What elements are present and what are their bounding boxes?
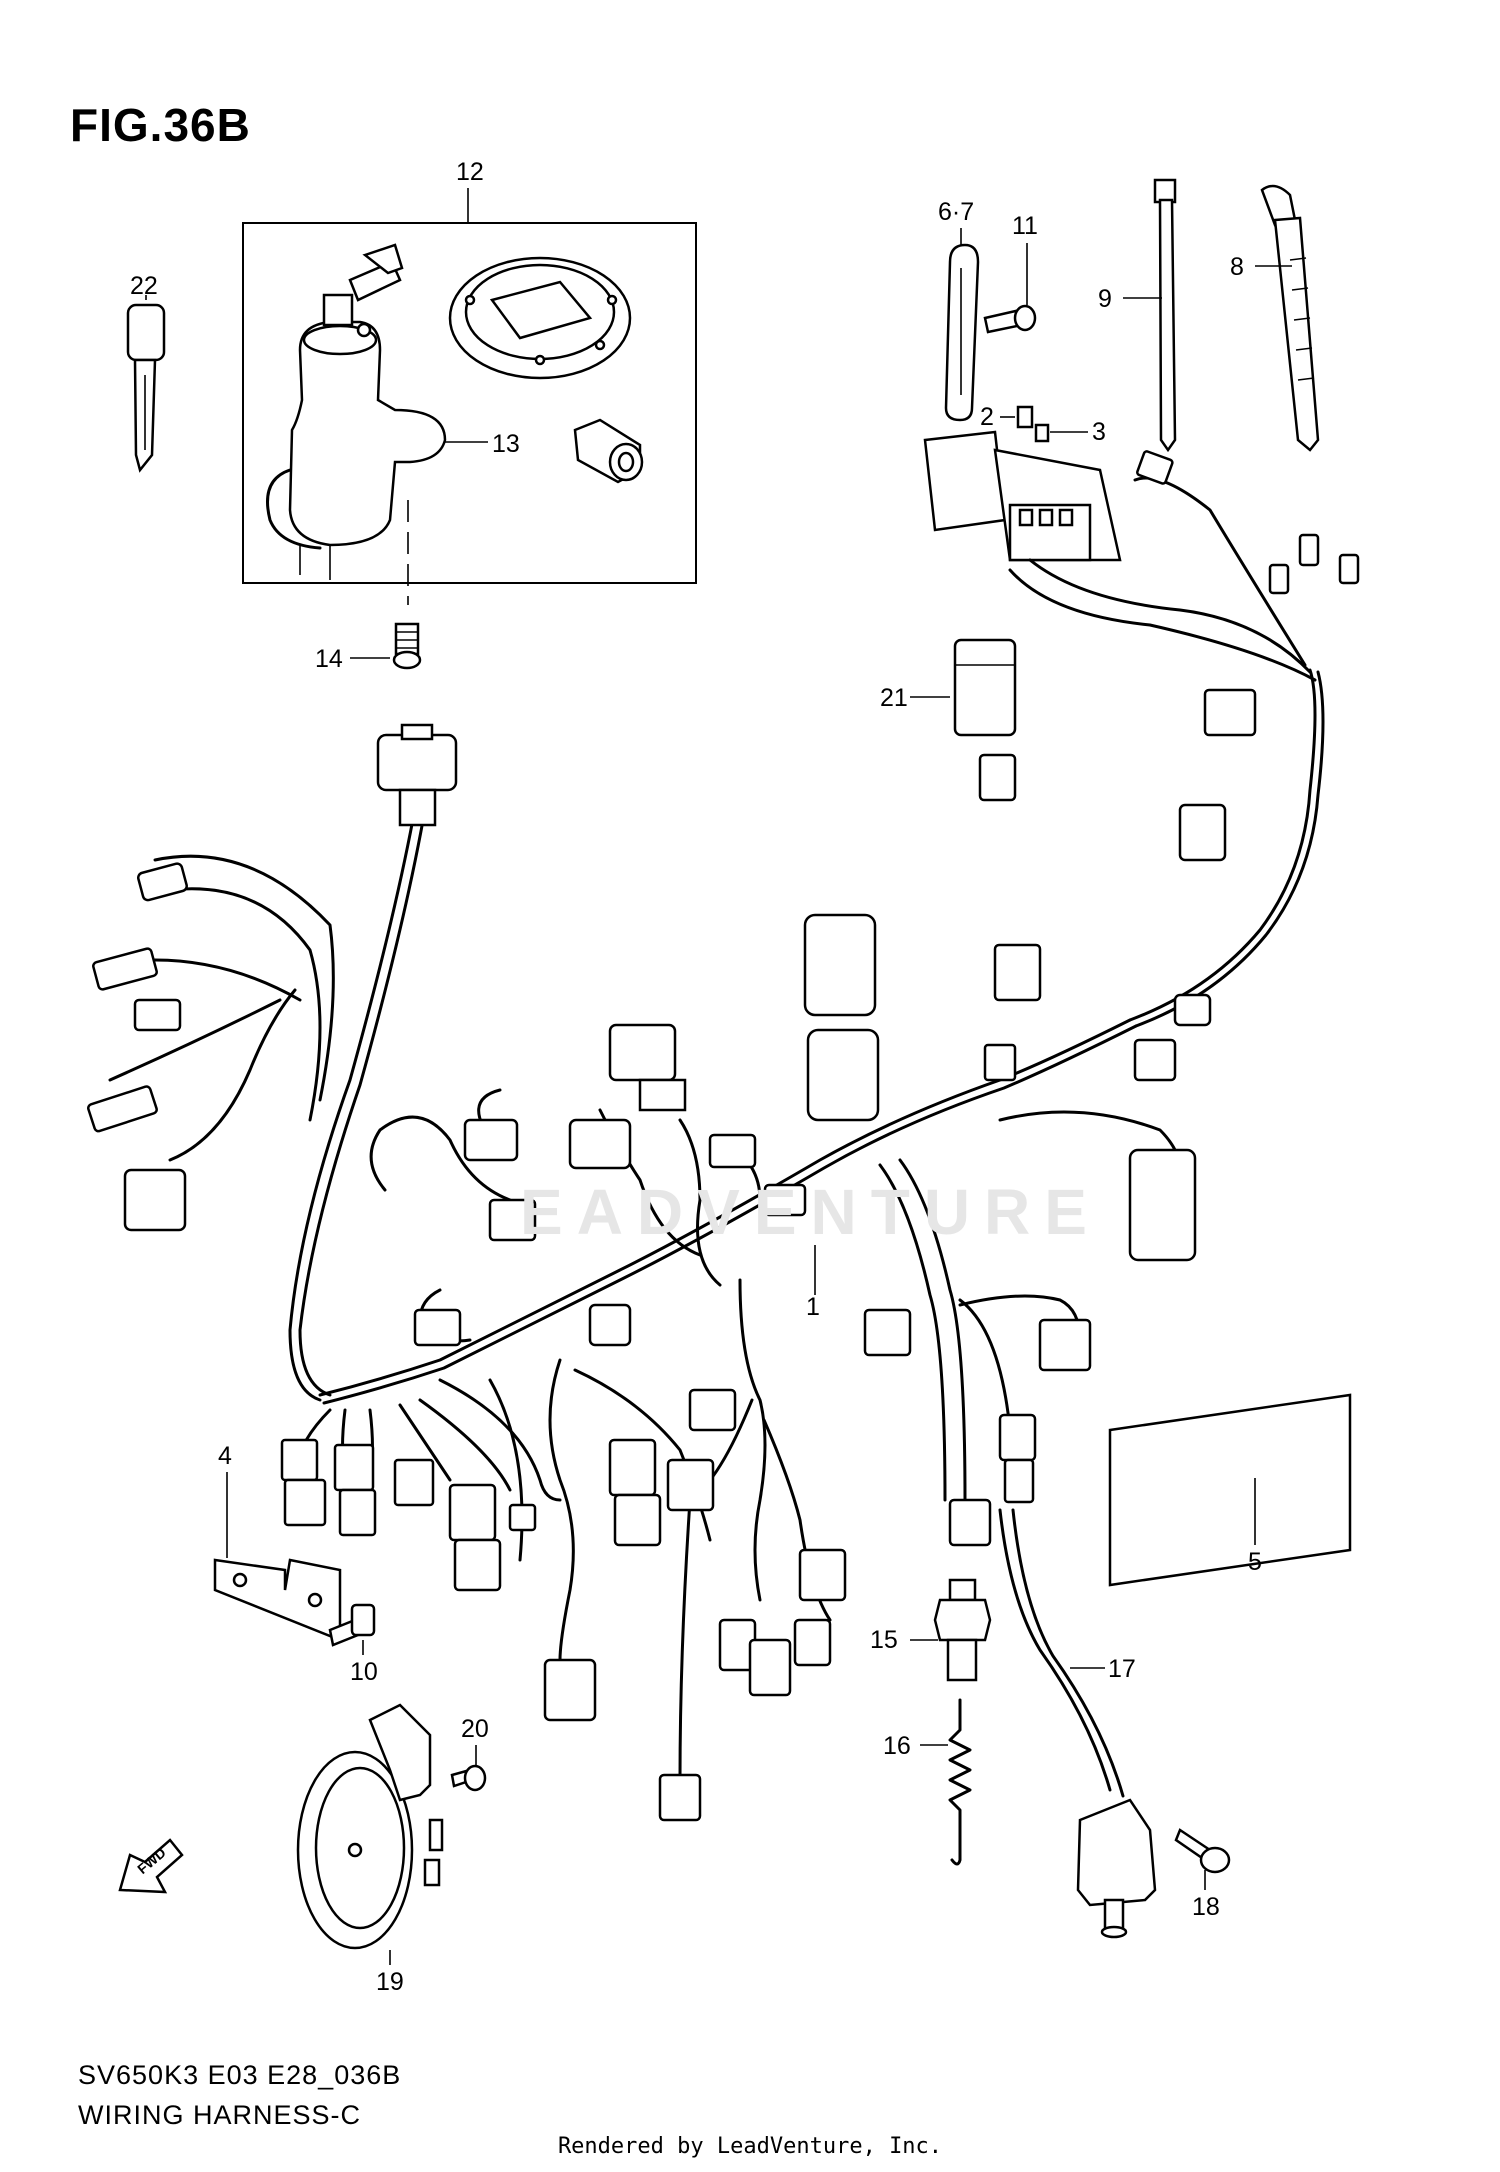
callout-14[interactable]: 14	[315, 645, 343, 673]
clamp[interactable]	[944, 243, 980, 422]
connector-right-1[interactable]	[1203, 688, 1257, 737]
connector-left-1[interactable]	[136, 862, 188, 902]
fuel-cap-lock[interactable]	[448, 256, 632, 380]
ignition-switch[interactable]	[266, 243, 447, 580]
callout-4[interactable]: 4	[218, 1442, 232, 1470]
connector-center-4[interactable]	[708, 1133, 757, 1169]
connector-cluster-1[interactable]	[280, 1438, 537, 1592]
connector-cluster-2[interactable]	[608, 1388, 737, 1547]
callout-6-7[interactable]: 6·7	[938, 198, 975, 226]
connector-center-5[interactable]	[488, 1198, 537, 1242]
callout-22[interactable]: 22	[130, 272, 158, 300]
connector-right-5[interactable]	[1133, 1038, 1177, 1082]
callout-16[interactable]: 16	[883, 1732, 911, 1760]
cable-tie-short[interactable]	[1153, 178, 1177, 453]
callout-9[interactable]: 9	[1098, 285, 1112, 313]
key-set-group-box	[242, 222, 697, 584]
render-credit: Rendered by LeadVenture, Inc.	[557, 2134, 943, 2159]
callout-18[interactable]: 18	[1192, 1893, 1220, 1921]
bolt-18[interactable]	[1174, 1828, 1231, 1874]
callout-20[interactable]: 20	[461, 1715, 489, 1743]
connector-mid-2[interactable]	[978, 753, 1017, 802]
callout-2[interactable]: 2	[980, 403, 994, 431]
connector-right-3[interactable]	[1136, 450, 1174, 485]
cable-tie-long[interactable]	[1260, 184, 1320, 452]
callout-10[interactable]: 11	[1012, 212, 1038, 240]
blank-key[interactable]	[126, 303, 166, 473]
connector-left-2[interactable]	[92, 947, 158, 991]
figure-title: FIG.36B	[70, 99, 251, 151]
callout-1[interactable]: 1	[806, 1293, 820, 1321]
return-spring[interactable]	[948, 1698, 972, 1866]
callout-13[interactable]: 13	[492, 430, 520, 458]
connector-right-2[interactable]	[1178, 803, 1227, 862]
callout-17[interactable]: 17	[1108, 1655, 1136, 1683]
connector-center-3[interactable]	[608, 1023, 687, 1112]
bolt-10[interactable]	[983, 304, 1037, 334]
side-stand-switch[interactable]	[1076, 1798, 1157, 1939]
connector-multipin-top[interactable]	[376, 723, 458, 827]
fuse-box[interactable]	[923, 430, 1122, 562]
connector-mid-5[interactable]	[983, 1043, 1017, 1082]
horn-19[interactable]	[296, 1703, 444, 1950]
connector-mid-3[interactable]	[993, 943, 1042, 1002]
callout-3[interactable]: 3	[1092, 418, 1106, 446]
label-sticker-5[interactable]	[1108, 1393, 1352, 1587]
bolt-20[interactable]	[450, 1764, 487, 1792]
callout-5[interactable]: 5	[1248, 1548, 1262, 1576]
bolt-11[interactable]	[328, 1603, 376, 1647]
connector-center-1[interactable]	[463, 1118, 519, 1162]
connector-left-3[interactable]	[133, 998, 182, 1032]
harness-clamp-1	[588, 1303, 632, 1347]
connector-left-5[interactable]	[123, 1168, 187, 1232]
connector-right-4[interactable]	[1268, 533, 1360, 595]
fuse-3[interactable]	[1034, 423, 1050, 443]
connector-ecu-2[interactable]	[806, 1028, 880, 1122]
connector-left-4[interactable]	[87, 1085, 158, 1133]
callout-15[interactable]: 15	[870, 1626, 898, 1654]
model-code: SV650K3 E03 E28_036B	[78, 2060, 402, 2090]
callout-19[interactable]: 19	[376, 1968, 404, 1996]
connector-cluster-4[interactable]	[863, 1308, 1092, 1547]
harness-clamp-2	[1173, 993, 1212, 1027]
fuse-2[interactable]	[1016, 405, 1034, 429]
screw-14[interactable]	[392, 622, 422, 670]
forward-direction-icon: FWD	[118, 1838, 184, 1894]
callout-21[interactable]: 21	[880, 684, 908, 712]
connector-cluster-3[interactable]	[543, 1548, 847, 1822]
callout-8[interactable]: 8	[1230, 253, 1244, 281]
connector-mid-4[interactable]	[1128, 1148, 1197, 1262]
watermark-text: EADVENTURE	[520, 1176, 1101, 1248]
connector-center-2[interactable]	[568, 1118, 632, 1170]
connector-center-6[interactable]	[413, 1308, 462, 1347]
bracket-4[interactable]	[213, 1558, 342, 1642]
seat-lock-cylinder[interactable]	[573, 418, 644, 484]
callout-12[interactable]: 12	[456, 158, 484, 186]
connector-ecu-1[interactable]	[803, 913, 877, 1017]
callout-11[interactable]: 10	[350, 1658, 378, 1686]
connector-mid-1[interactable]	[763, 1183, 807, 1217]
relay-21[interactable]	[953, 638, 1017, 737]
brake-light-switch[interactable]	[933, 1578, 992, 1682]
figure-caption: WIRING HARNESS-C	[78, 2100, 362, 2130]
